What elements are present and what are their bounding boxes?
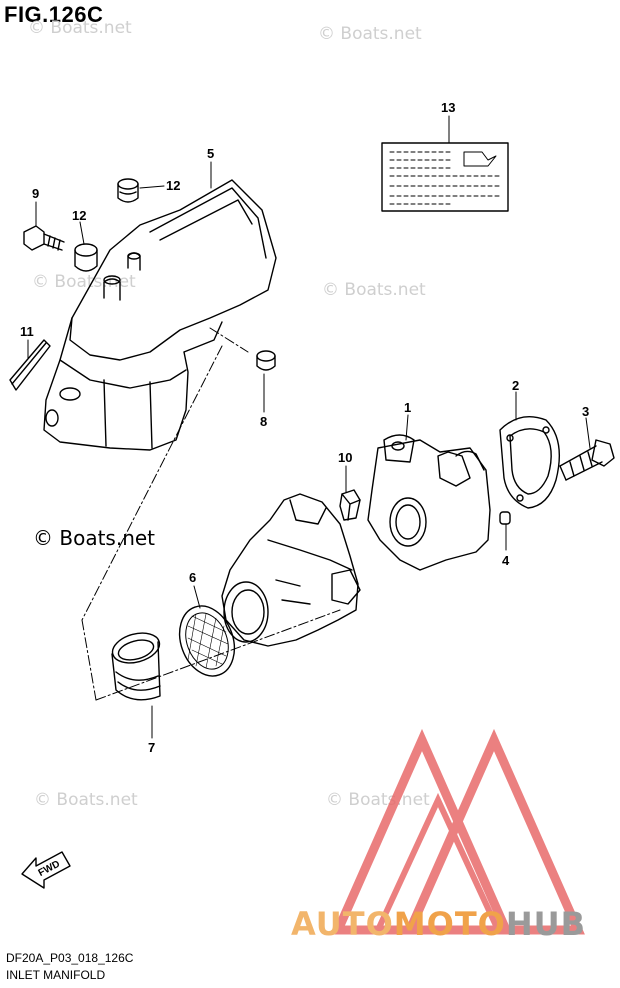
gasket-part-2 — [499, 416, 561, 509]
silencer-housing — [43, 179, 277, 451]
callout-5: 5 — [207, 146, 214, 161]
callout-7: 7 — [148, 740, 155, 755]
footer-code: DF20A_P03_018_126C — [6, 951, 134, 965]
callout-2: 2 — [512, 378, 519, 393]
callout-1: 1 — [404, 400, 411, 415]
inlet-manifold-body — [221, 493, 361, 647]
grommet-part-8 — [256, 350, 276, 371]
watermark: © Boats.net — [32, 272, 136, 292]
nut-part-10 — [339, 489, 361, 521]
fwd-arrow-icon — [21, 851, 71, 889]
watermark: © Boats.net — [318, 24, 422, 44]
pin-part-4 — [499, 511, 511, 525]
callout-9: 9 — [32, 186, 39, 201]
callout-6: 6 — [189, 570, 196, 585]
watermark: © Boats.net — [326, 790, 430, 810]
callout-12-upper: 12 — [166, 178, 180, 193]
brand-wordmark: AUTOMOTOHUB — [291, 905, 586, 943]
copyright-text: © Boats.net — [33, 526, 156, 550]
label-part-11 — [9, 339, 51, 391]
brand-part-2: MOTO — [393, 905, 506, 943]
watermark: © Boats.net — [28, 18, 132, 38]
callout-11: 11 — [20, 324, 34, 339]
brand-part-1: AUTO — [291, 905, 394, 943]
callout-8: 8 — [260, 414, 267, 429]
screen-part-6 — [178, 605, 236, 677]
brand-logo-triangles — [331, 728, 585, 935]
callout-10: 10 — [338, 450, 352, 465]
watermark: © Boats.net — [322, 280, 426, 300]
bolt-part-9 — [23, 225, 65, 251]
brand-part-3: HUB — [505, 905, 587, 943]
callout-12-lower: 12 — [72, 208, 86, 223]
seal-ring-part-7 — [111, 632, 161, 701]
throttle-body-part-1 — [367, 434, 491, 571]
page-title: FIG.126C — [4, 2, 104, 27]
callout-13: 13 — [441, 100, 455, 115]
footer-name: INLET MANIFOLD — [6, 968, 106, 982]
watermark: © Boats.net — [34, 790, 138, 810]
callout-4: 4 — [502, 553, 510, 568]
leader-lines — [27, 115, 591, 739]
grommet-part-12 — [74, 178, 139, 272]
caution-label-part-13 — [381, 142, 509, 212]
bolt-part-3 — [559, 439, 615, 481]
callout-3: 3 — [582, 404, 589, 419]
